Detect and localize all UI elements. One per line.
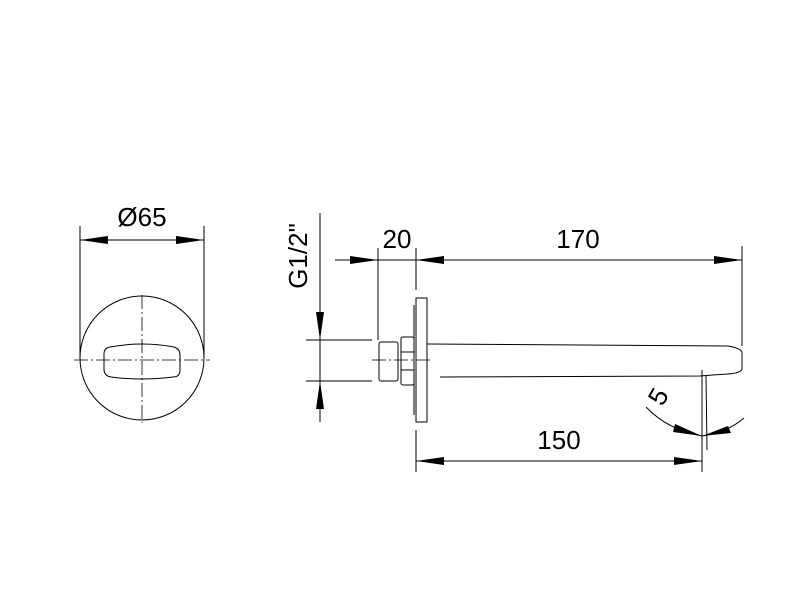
spout-length-label: 150 <box>537 425 580 455</box>
arrowhead <box>673 424 702 436</box>
thread-connector <box>378 341 399 382</box>
nut <box>400 336 415 386</box>
arrowhead <box>316 312 324 340</box>
arrowhead <box>416 457 444 465</box>
thread-label: G1/2" <box>283 223 313 289</box>
front-view: Ø65 <box>74 202 210 423</box>
angle-extension-line <box>705 374 708 451</box>
spout-outlet-shape <box>103 343 181 380</box>
diameter-label: Ø65 <box>117 202 166 232</box>
arrowhead <box>416 256 444 264</box>
angle-label: 5 <box>642 383 675 411</box>
arrowhead <box>714 256 742 264</box>
arrowhead <box>176 236 204 244</box>
arrowhead <box>674 457 702 465</box>
arrowhead <box>316 381 324 409</box>
arrowhead <box>350 256 378 264</box>
total-length-label: 170 <box>556 224 599 254</box>
arrowhead <box>80 236 108 244</box>
spout-body <box>426 343 743 378</box>
arrowhead <box>702 426 731 436</box>
depth-label: 20 <box>383 224 412 254</box>
side-view: G1/2" 20 170 150 5 <box>283 213 745 472</box>
